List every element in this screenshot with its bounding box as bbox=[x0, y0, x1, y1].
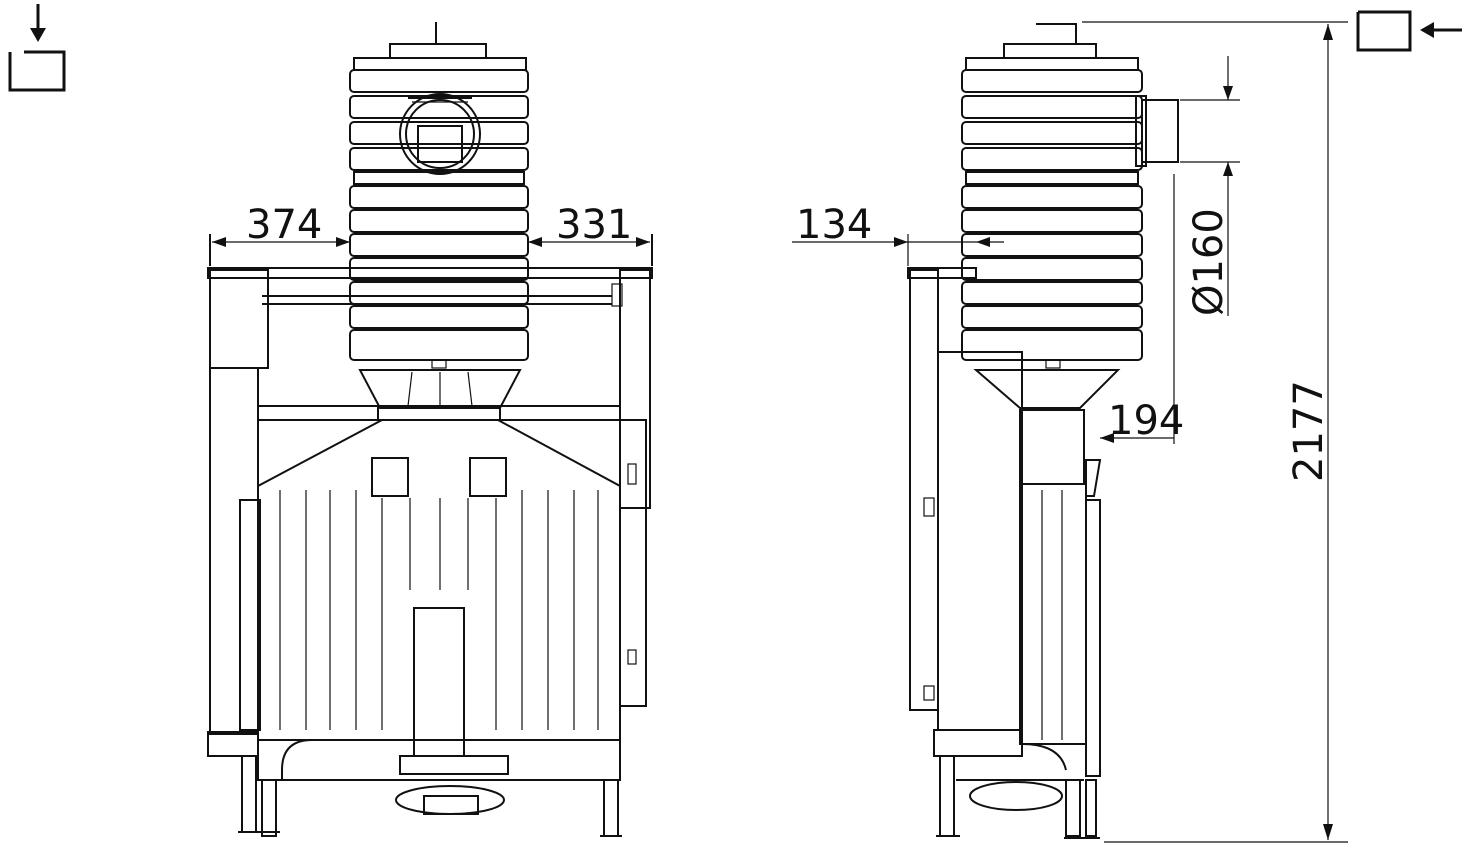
dim-height-label: 2177 bbox=[1286, 380, 1332, 482]
front-view bbox=[207, 22, 653, 837]
dim-331-label: 331 bbox=[556, 202, 632, 248]
side-view bbox=[792, 21, 1348, 843]
duct-opening bbox=[399, 93, 481, 175]
side-column bbox=[961, 69, 1143, 369]
dim-134-label: 134 bbox=[796, 202, 872, 248]
firebox bbox=[257, 419, 621, 781]
front-column bbox=[349, 69, 529, 369]
front-view-icon bbox=[8, 4, 66, 92]
dim-374-label: 374 bbox=[246, 202, 322, 248]
dim-diameter-label: Ø160 bbox=[1186, 208, 1232, 316]
side-view-icon bbox=[1356, 10, 1462, 52]
dim-194-label: 194 bbox=[1108, 398, 1184, 444]
